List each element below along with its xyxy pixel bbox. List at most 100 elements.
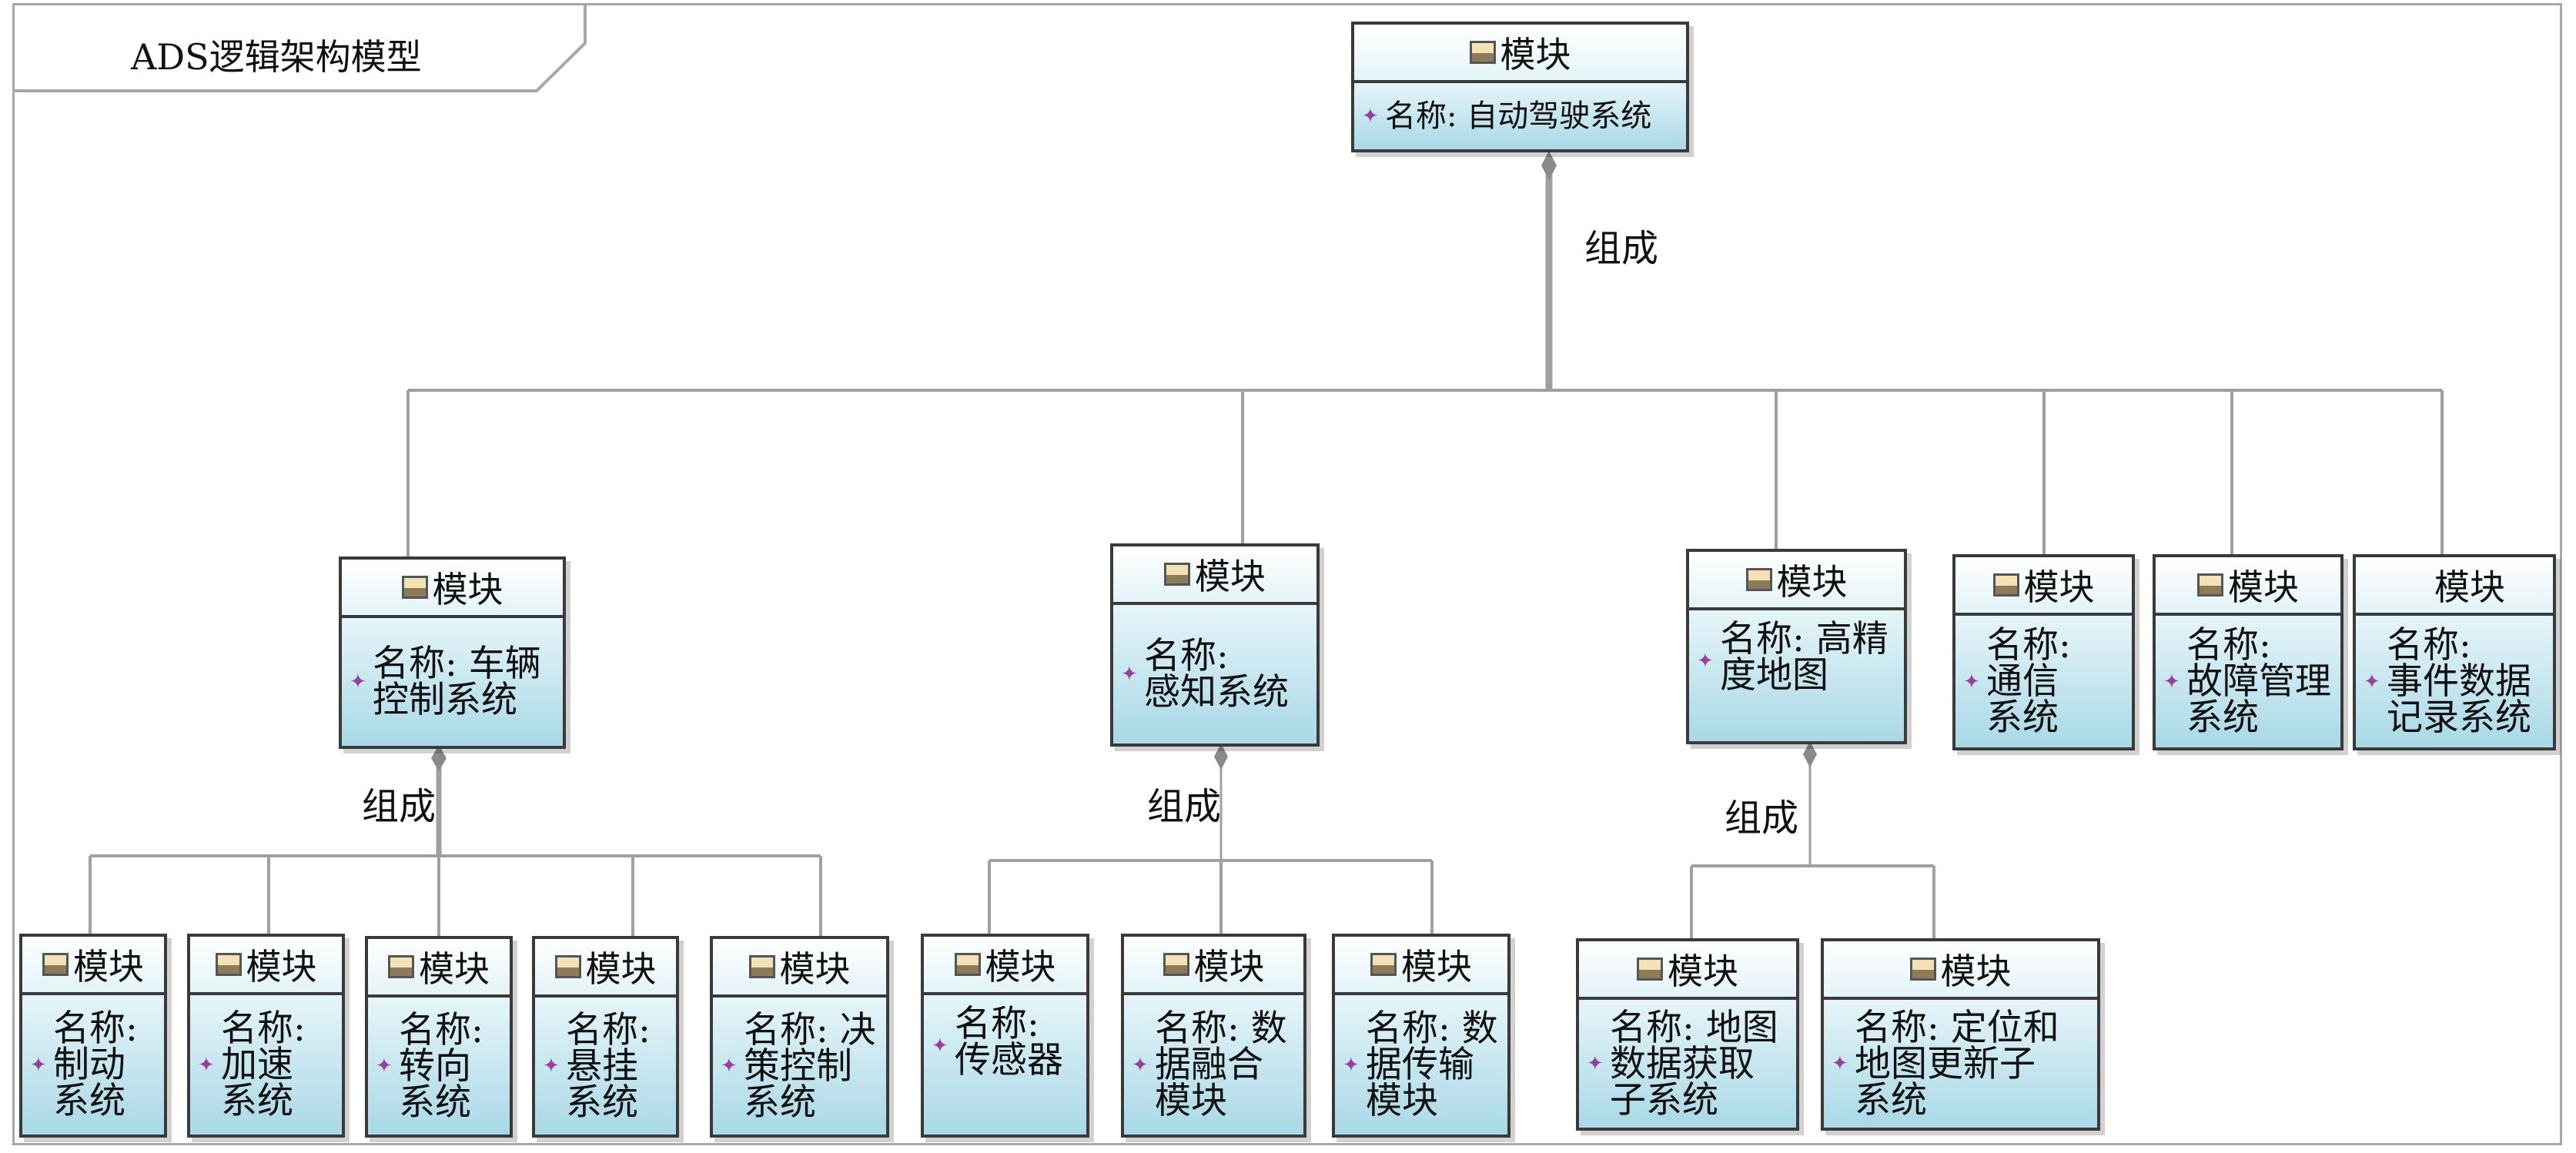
block-localization-map-update[interactable]: 模块 名称: 定位和 地图更新子 系统: [1821, 938, 2100, 1131]
frame-title: ADS逻辑架构模型: [131, 36, 422, 78]
block-body: 名称: 定位和 地图更新子 系统: [1824, 1000, 2097, 1128]
block-body: 名称: 事件数据 记录系统: [2356, 616, 2553, 747]
block-body: 名称: 高精 度地图: [1689, 610, 1904, 741]
block-icon: [401, 576, 428, 599]
block-attribute: 名称: 数 据融合 模块: [1155, 1008, 1287, 1122]
block-root[interactable]: 模块 名称: 自动驾驶系统: [1351, 22, 1689, 152]
block-body: 名称: 转向 系统: [368, 998, 510, 1135]
block-stereotype: 模块: [2434, 566, 2505, 608]
block-attribute: 名称: 转向 系统: [399, 1008, 483, 1124]
block-stereotype: 模块: [1401, 946, 1472, 988]
attribute-icon: [1697, 652, 1715, 670]
attribute-icon: [1832, 1054, 1850, 1073]
block-suspension[interactable]: 模块 名称: 悬挂 系统: [532, 936, 679, 1138]
attribute-icon: [543, 1057, 561, 1075]
block-body: 名称: 数 据融合 模块: [1124, 995, 1303, 1135]
block-icon: [748, 955, 775, 978]
block-stereotype: 模块: [73, 946, 144, 988]
block-header: 模块: [1824, 941, 2097, 1000]
block-stereotype: 模块: [1668, 951, 1738, 992]
block-attribute: 名称: 定位和 地图更新子 系统: [1855, 1006, 2059, 1121]
block-header: 模块: [1335, 937, 1507, 995]
block-header: 模块: [368, 939, 510, 998]
attribute-icon: [2163, 673, 2182, 691]
block-body: 名称: 通信 系统: [1955, 616, 2132, 747]
block-stereotype: 模块: [2228, 566, 2299, 608]
block-map-data-acquisition[interactable]: 模块 名称: 地图 数据获取 子系统: [1576, 938, 1799, 1131]
block-stereotype: 模块: [419, 948, 490, 990]
block-body: 名称: 故障管理 系统: [2156, 616, 2340, 747]
block-attribute: 名称: 制动 系统: [53, 1008, 138, 1122]
block-hd-map[interactable]: 模块 名称: 高精 度地图: [1686, 549, 1907, 744]
block-body: 名称: 悬挂 系统: [535, 998, 676, 1135]
block-header: 模块: [342, 560, 563, 618]
block-icon: [554, 955, 581, 978]
block-icon: [1992, 573, 2019, 597]
attribute-icon: [30, 1056, 49, 1074]
block-attribute: 名称: 加速 系统: [221, 1008, 306, 1122]
attribute-icon: [721, 1057, 739, 1075]
block-vehicle-control[interactable]: 模块 名称: 车辆 控制系统: [339, 556, 566, 749]
block-acceleration[interactable]: 模块 名称: 加速 系统: [187, 934, 345, 1138]
block-header: 模块: [713, 939, 886, 998]
attribute-icon: [1121, 665, 1139, 683]
block-perception[interactable]: 模块 名称: 感知系统: [1110, 543, 1320, 747]
block-attribute: 名称: 地图 数据获取 子系统: [1610, 1006, 1778, 1121]
block-stereotype: 模块: [1195, 556, 1266, 597]
block-header: 模块: [1689, 552, 1904, 610]
block-body: 名称: 制动 系统: [22, 995, 164, 1135]
root-composition-label: 组成: [1584, 227, 1659, 270]
block-attribute: 名称: 数 据传输 模块: [1366, 1008, 1498, 1122]
block-icon: [42, 953, 69, 976]
block-attribute: 名称: 通信 系统: [1986, 624, 2071, 739]
block-body: 名称: 感知系统: [1113, 605, 1316, 744]
block-body: 名称: 车辆 控制系统: [342, 618, 563, 746]
model-frame: [12, 3, 2562, 1145]
block-sensors[interactable]: 模块 名称: 传感器: [921, 934, 1089, 1138]
block-stereotype: 模块: [246, 946, 317, 988]
map-composition-label: 组成: [1725, 797, 1799, 840]
attribute-icon: [2364, 673, 2382, 691]
block-icon: [215, 953, 242, 976]
block-fault-management[interactable]: 模块 名称: 故障管理 系统: [2153, 554, 2343, 750]
block-attribute: 名称: 事件数据 记录系统: [2387, 624, 2531, 739]
block-icon: [1745, 568, 1772, 591]
attribute-icon: [1587, 1054, 1605, 1073]
attribute-icon: [198, 1056, 216, 1074]
block-icon: [1370, 953, 1397, 976]
block-decision-control[interactable]: 模块 名称: 决 策控制 系统: [710, 936, 889, 1138]
block-body: 名称: 地图 数据获取 子系统: [1579, 1000, 1796, 1128]
block-header: 模块: [1579, 941, 1796, 1000]
block-header: 模块: [924, 937, 1086, 995]
attribute-icon: [932, 1037, 950, 1055]
block-attribute: 名称: 传感器: [955, 1003, 1063, 1081]
block-header: 模块: [22, 937, 164, 995]
block-attribute: 名称: 车辆 控制系统: [373, 643, 541, 721]
block-icon: [1163, 953, 1189, 976]
block-attribute: 名称: 故障管理 系统: [2186, 624, 2331, 739]
block-data-fusion[interactable]: 模块 名称: 数 据融合 模块: [1121, 934, 1306, 1138]
block-communication[interactable]: 模块 名称: 通信 系统: [1952, 554, 2135, 750]
block-header: 模块: [2156, 557, 2340, 616]
block-event-data-recorder[interactable]: 模块 名称: 事件数据 记录系统: [2353, 554, 2556, 750]
block-attribute: 名称: 决 策控制 系统: [744, 1008, 876, 1124]
block-steering[interactable]: 模块 名称: 转向 系统: [365, 936, 513, 1138]
block-body: 名称: 数 据传输 模块: [1335, 995, 1507, 1135]
block-header: 模块: [535, 939, 676, 998]
block-header: 模块: [1113, 546, 1316, 605]
block-braking[interactable]: 模块 名称: 制动 系统: [19, 934, 167, 1138]
block-attribute: 名称: 感知系统: [1144, 635, 1289, 714]
control-composition-label: 组成: [362, 785, 437, 828]
block-stereotype: 模块: [1193, 946, 1265, 988]
block-attribute: 名称: 高精 度地图: [1720, 618, 1889, 697]
attribute-icon: [1132, 1056, 1150, 1074]
block-stereotype: 模块: [1776, 561, 1848, 603]
block-body: 名称: 传感器: [924, 995, 1086, 1135]
block-header: 模块: [1124, 937, 1303, 995]
block-stereotype: 模块: [432, 569, 503, 610]
attribute-icon: [1362, 107, 1380, 125]
block-body: 名称: 决 策控制 系统: [713, 998, 886, 1135]
block-data-transmission[interactable]: 模块 名称: 数 据传输 模块: [1332, 934, 1510, 1138]
